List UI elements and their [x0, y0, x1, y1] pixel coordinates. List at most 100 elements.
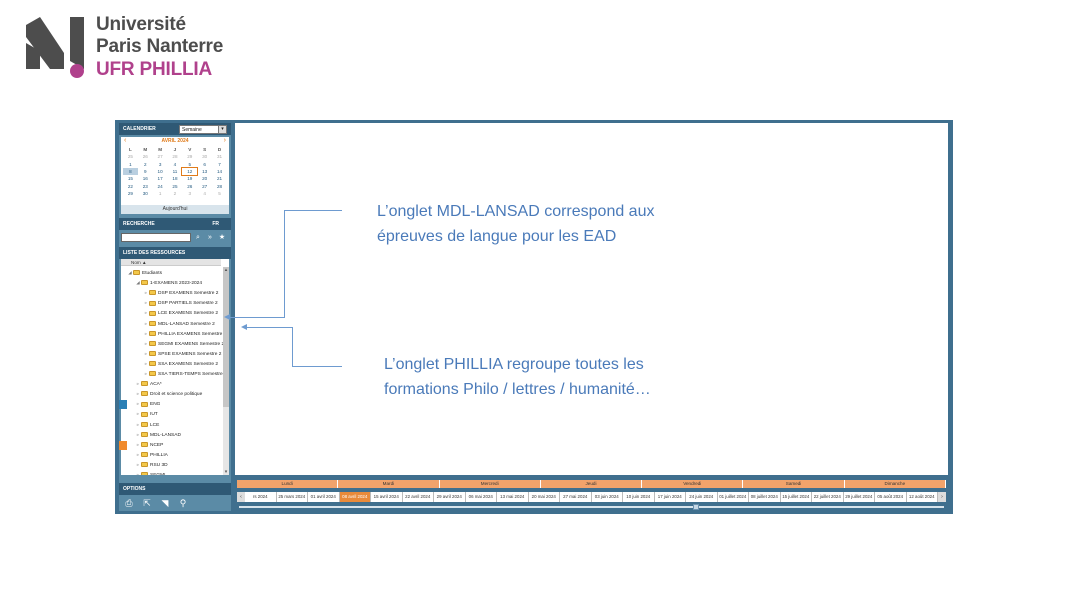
- tree-item[interactable]: ▹LCE EXAMENS Semestre 2: [143, 308, 218, 318]
- tree-item[interactable]: ▹PHILLIA EXAMENS Semestre 2: [143, 329, 226, 339]
- calendar-day[interactable]: 26: [187, 183, 193, 189]
- calendar-day[interactable]: 7: [218, 161, 221, 167]
- calendar-day[interactable]: 21: [216, 176, 223, 182]
- calendar-day[interactable]: 3: [158, 161, 162, 167]
- calendar-day[interactable]: 2: [143, 161, 147, 167]
- week-item[interactable]: 22 avril 2024: [403, 492, 434, 502]
- tree-item[interactable]: ▹IUT: [135, 409, 158, 419]
- weekday-label[interactable]: Samedi: [743, 480, 845, 488]
- collapsed-arrow-icon[interactable]: ▹: [144, 360, 148, 366]
- calendar-day-selected[interactable]: 8: [123, 167, 138, 176]
- collapsed-arrow-icon[interactable]: ▹: [144, 350, 148, 356]
- week-item[interactable]: 15 juillet 2024: [781, 492, 812, 502]
- calendar-day[interactable]: 17: [157, 176, 163, 182]
- week-item[interactable]: 05 août 2024: [875, 492, 907, 502]
- tree-item[interactable]: ▹ENG: [135, 399, 161, 409]
- export-icon[interactable]: ⇱: [143, 498, 151, 508]
- collapsed-arrow-icon[interactable]: ▹: [136, 401, 140, 407]
- calendar-day[interactable]: 16: [142, 176, 148, 182]
- week-item-current[interactable]: 08 avril 2024: [339, 492, 371, 502]
- week-item[interactable]: 01 juillet 2024: [718, 492, 749, 502]
- calendar-day[interactable]: 5: [218, 190, 221, 196]
- week-item[interactable]: 25 mars 2024: [277, 492, 308, 502]
- tree-item[interactable]: ▹SPSE EXAMENS Semestre 2: [143, 349, 222, 359]
- collapsed-arrow-icon[interactable]: ▹: [144, 371, 148, 376]
- language-toggle[interactable]: FR: [212, 221, 219, 227]
- week-item[interactable]: 10 juin 2024: [623, 492, 655, 502]
- chevron-right-icon[interactable]: ›: [938, 492, 946, 502]
- calendar-day[interactable]: 10: [157, 169, 163, 175]
- pin-icon[interactable]: ⚲: [179, 498, 187, 508]
- calendar-day[interactable]: 25: [172, 183, 178, 189]
- chevron-right-icon[interactable]: ›: [223, 137, 226, 144]
- weekday-label[interactable]: Mardi: [338, 480, 440, 488]
- calendar-day[interactable]: 28: [216, 183, 223, 189]
- collapsed-arrow-icon[interactable]: ▹: [136, 451, 140, 457]
- calendar-day[interactable]: 27: [157, 154, 163, 160]
- tree-item[interactable]: ▹DSP EXAMENS Semestre 2: [143, 288, 219, 298]
- collapsed-arrow-icon[interactable]: ▹: [144, 320, 148, 326]
- calendar-day[interactable]: 26: [142, 154, 148, 160]
- scroll-up-icon[interactable]: ▴: [224, 267, 228, 273]
- calendar-day[interactable]: 29: [187, 154, 193, 160]
- schedule-view[interactable]: [235, 123, 948, 475]
- tree-item[interactable]: ▹MDL-LANSAD Semestre 2: [143, 319, 215, 329]
- chevron-left-icon[interactable]: ‹: [237, 492, 245, 502]
- timeline-slider[interactable]: [239, 504, 944, 510]
- search-icon[interactable]: ⌕: [196, 234, 200, 241]
- calendar-day[interactable]: 4: [203, 190, 206, 196]
- collapsed-arrow-icon[interactable]: ▹: [144, 330, 148, 336]
- calendar-day[interactable]: 11: [172, 169, 178, 175]
- expanded-arrow-icon[interactable]: ◢: [136, 280, 140, 286]
- scrollbar-thumb[interactable]: [223, 267, 229, 407]
- star-icon[interactable]: ★: [218, 234, 226, 241]
- calendar-day[interactable]: 23: [142, 183, 148, 189]
- calendar-day[interactable]: 5: [188, 161, 192, 167]
- week-item[interactable]: 27 mai 2024: [560, 492, 592, 502]
- tree-item[interactable]: ▹SSA TIERS-TEMPS Semestre 2: [143, 369, 227, 379]
- tree-item[interactable]: ▹ACA*: [135, 379, 162, 389]
- weekday-label[interactable]: Mercredi: [439, 480, 541, 488]
- search-input[interactable]: [121, 233, 191, 242]
- tree-item[interactable]: ▹RSU 3D: [135, 460, 168, 470]
- week-item[interactable]: 01 avril 2024: [308, 492, 340, 502]
- tree-item[interactable]: ▹PHILLIA: [135, 450, 168, 460]
- resource-column-header[interactable]: Nom ▲: [121, 259, 221, 266]
- calendar-day[interactable]: 6: [203, 161, 206, 167]
- weekday-label[interactable]: Lundi: [237, 480, 339, 488]
- calendar-day[interactable]: 27: [202, 183, 208, 189]
- collapsed-arrow-icon[interactable]: ▹: [136, 441, 140, 447]
- calendar-day[interactable]: 30: [142, 190, 148, 196]
- tree-item[interactable]: ▹Droit et science politique: [135, 389, 202, 399]
- week-item[interactable]: rs 2024: [245, 492, 277, 502]
- week-item[interactable]: 24 juin 2024: [686, 492, 718, 502]
- today-button[interactable]: Aujourd'hui: [121, 205, 229, 214]
- collapsed-arrow-icon[interactable]: ▹: [136, 421, 140, 427]
- tree-item[interactable]: ▹MDL-LANSAD: [135, 430, 181, 440]
- collapsed-arrow-icon[interactable]: ▹: [136, 431, 140, 437]
- calendar-day[interactable]: 3: [188, 190, 192, 196]
- tree-item[interactable]: ▹NCEP: [135, 440, 163, 450]
- week-item[interactable]: 06 mai 2024: [466, 492, 497, 502]
- week-item[interactable]: 22 juillet 2024: [812, 492, 844, 502]
- weekday-label[interactable]: Jeudi: [540, 480, 643, 488]
- calendar-day[interactable]: 25: [127, 154, 133, 160]
- collapsed-arrow-icon[interactable]: ▹: [136, 472, 140, 475]
- resource-scrollbar[interactable]: ▴ ▾: [223, 267, 229, 475]
- scroll-down-icon[interactable]: ▾: [224, 469, 228, 475]
- slider-thumb[interactable]: [693, 504, 699, 510]
- calendar-day[interactable]: 4: [173, 161, 177, 167]
- collapsed-arrow-icon[interactable]: ▹: [144, 340, 148, 346]
- week-item[interactable]: 03 juin 2024: [592, 492, 623, 502]
- tree-item[interactable]: ◢Etudiants: [127, 268, 162, 278]
- rss-icon[interactable]: ◥: [161, 498, 169, 508]
- weekday-label[interactable]: Vendredi: [642, 480, 744, 488]
- double-chevron-icon[interactable]: »: [208, 234, 212, 241]
- calendar-day[interactable]: 18: [172, 176, 178, 182]
- collapsed-arrow-icon[interactable]: ▹: [136, 391, 140, 397]
- expanded-arrow-icon[interactable]: ◢: [128, 270, 132, 275]
- week-item[interactable]: 08 juillet 2024: [749, 492, 781, 502]
- calendar-day[interactable]: 22: [127, 183, 133, 189]
- collapsed-arrow-icon[interactable]: ▹: [136, 381, 140, 387]
- week-item[interactable]: 20 mai 2024: [529, 492, 560, 502]
